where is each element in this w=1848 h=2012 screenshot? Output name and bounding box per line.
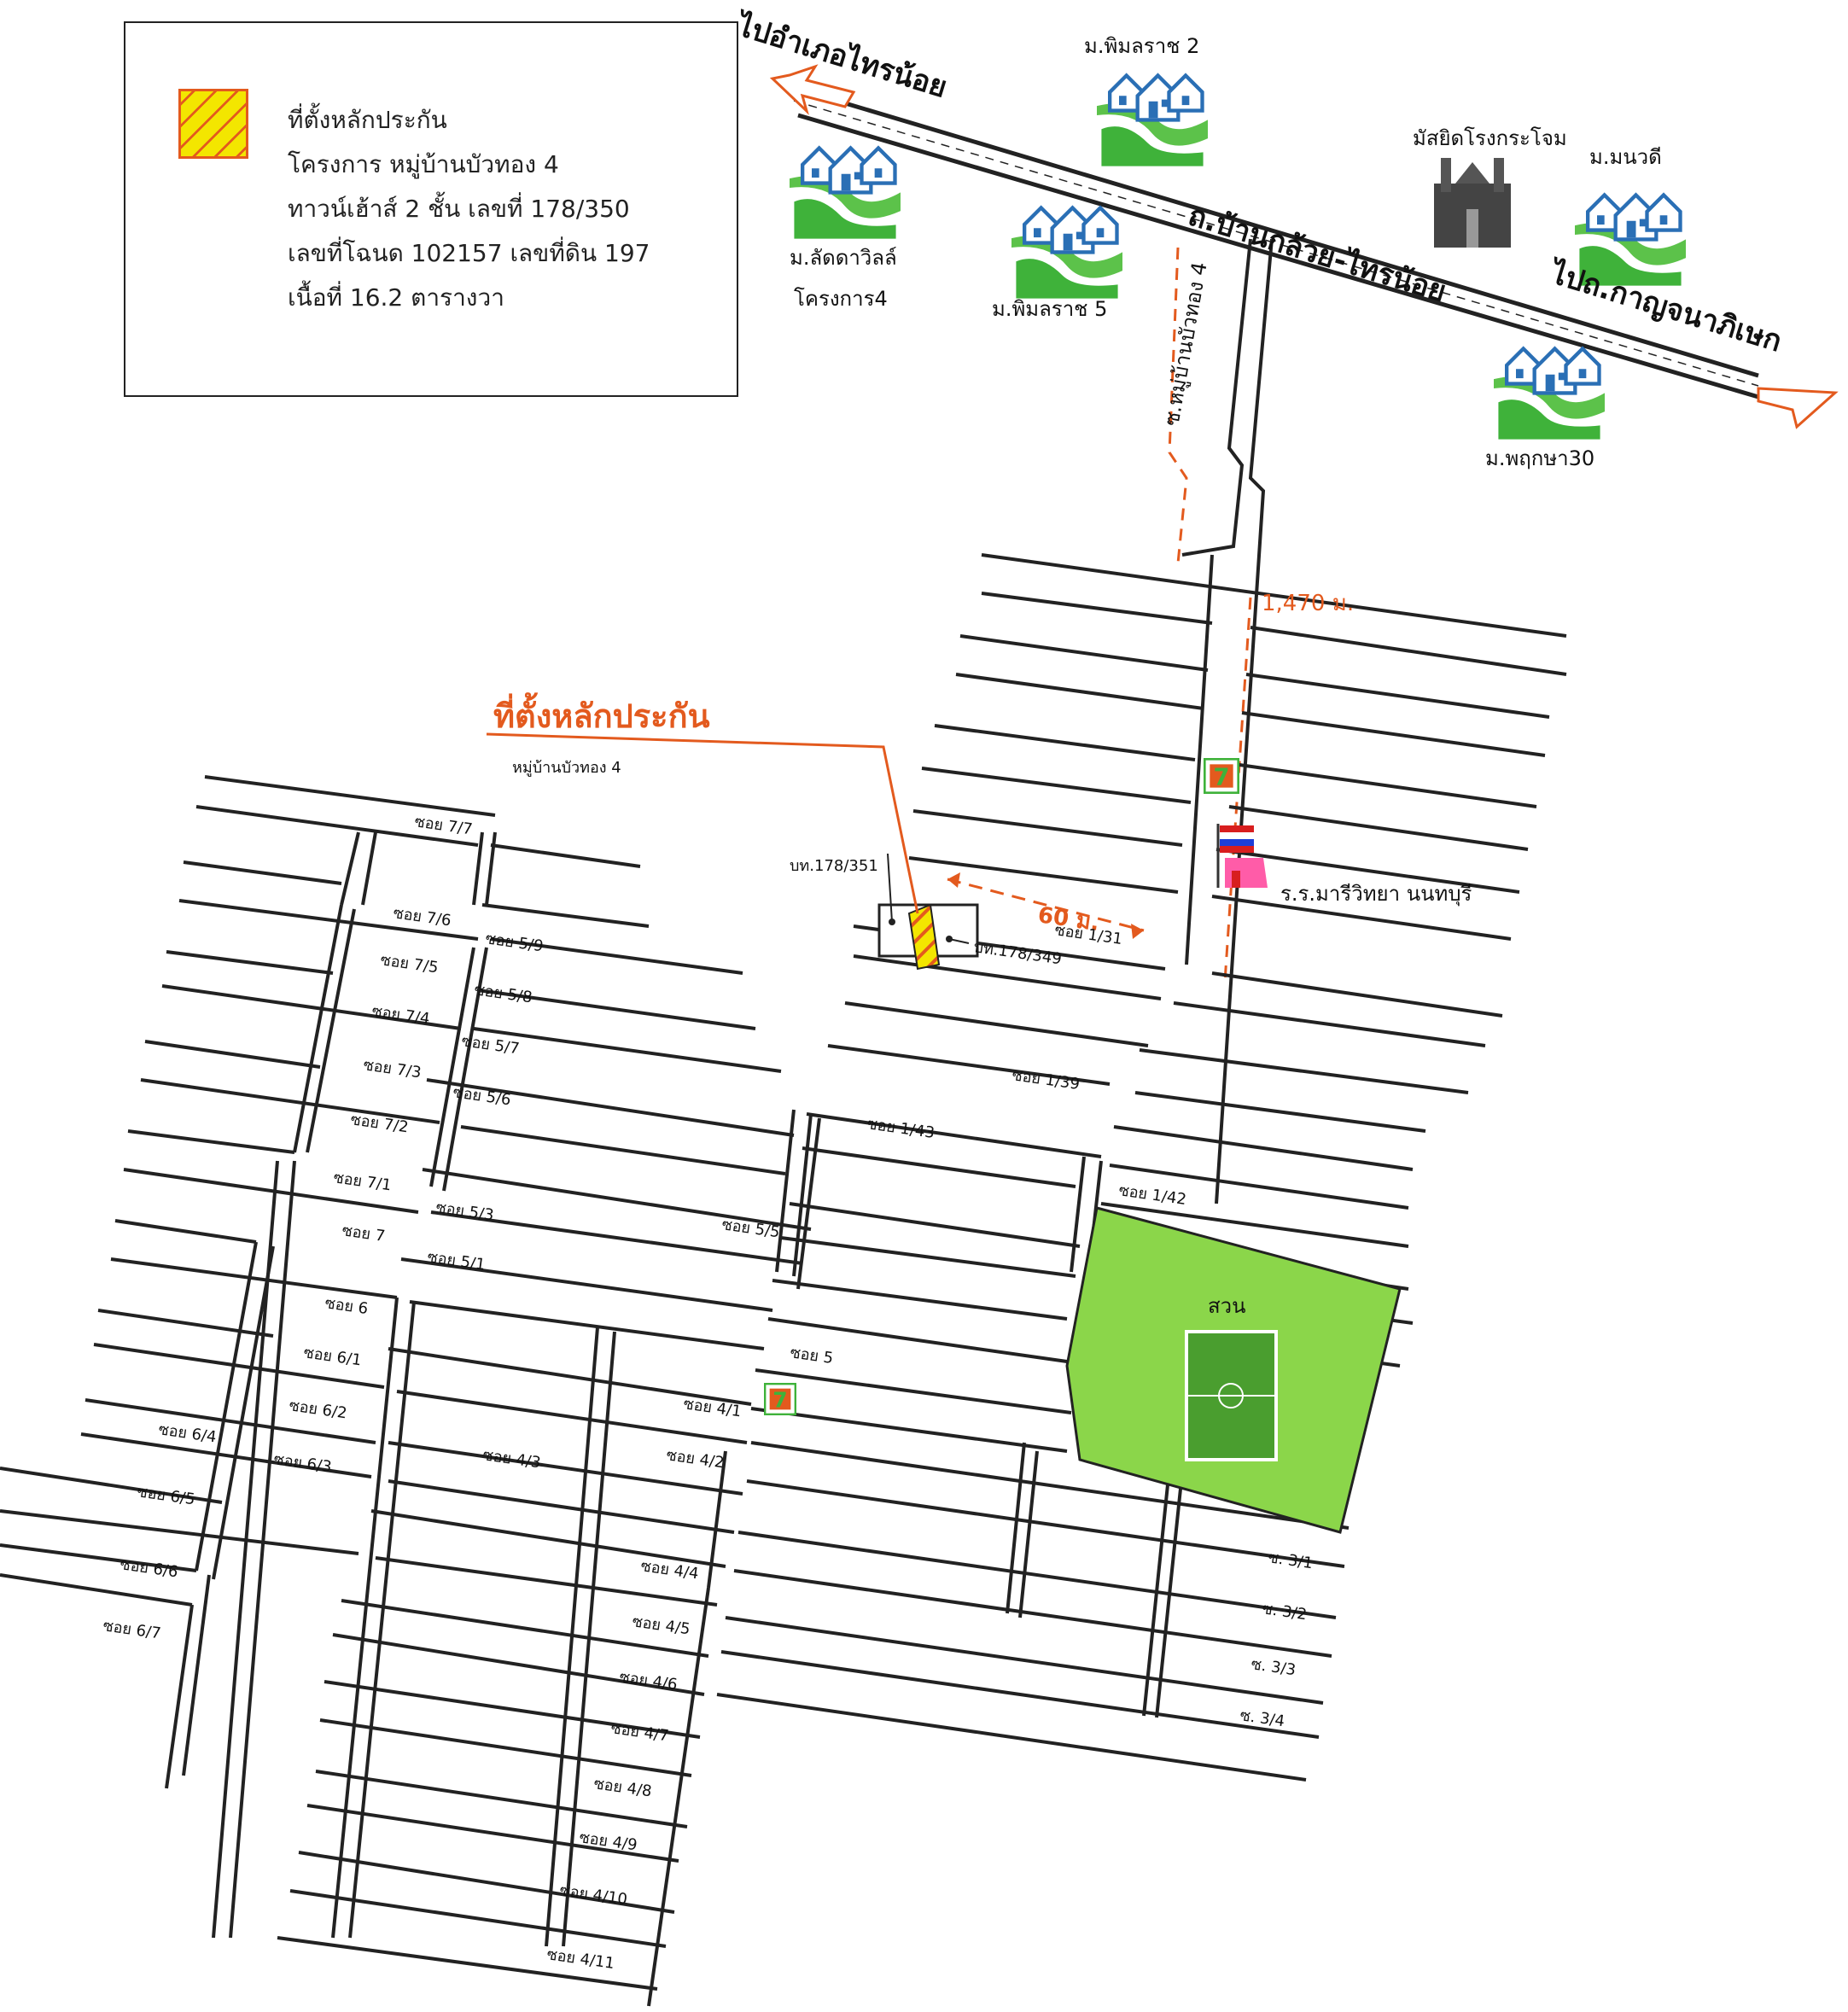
soi-label: ซอย 4/5 xyxy=(631,1613,691,1638)
soi-label: ซอย 4/7 xyxy=(609,1719,670,1745)
soi-label: ซอย 1/39 xyxy=(1011,1066,1081,1093)
school-label: ร.ร.มารีวิทยา นนทบุรี xyxy=(1280,882,1472,907)
soi-label: ซอย 6 xyxy=(324,1294,369,1318)
soi-label: ซอย 6/2 xyxy=(288,1397,348,1422)
soi-label: ซอย 4/11 xyxy=(545,1945,615,1973)
soi-label: ซอย 5/9 xyxy=(484,930,545,955)
side-road-label: ซ.หมู่บ้านบัวทอง 4 xyxy=(1159,260,1212,428)
collateral-swatch-icon xyxy=(178,89,248,159)
village-label: ม.พฤกษา30 xyxy=(1485,446,1594,470)
legend-house: ทาวน์เฮ้าส์ 2 ชั้น เลขที่ 178/350 xyxy=(288,195,630,223)
soi-label: ซอย 5/8 xyxy=(473,981,533,1006)
soi-label: ซ. 3/1 xyxy=(1267,1548,1314,1572)
soi-label: ซอย 1/42 xyxy=(1117,1181,1187,1209)
soi-label: ซอย 5 xyxy=(789,1344,834,1368)
house-icon xyxy=(1097,75,1208,166)
mosque-icon xyxy=(1434,158,1511,248)
soi-label: ซอย 1/31 xyxy=(1053,921,1123,948)
soi-label: ซอย 4/8 xyxy=(592,1775,653,1800)
soi-label: ซอย 5/3 xyxy=(434,1198,495,1224)
soi-label: ซอย 6/4 xyxy=(157,1420,218,1446)
soi-label: ซอย 4/10 xyxy=(558,1881,628,1909)
village-label: ม.มนวดี xyxy=(1589,145,1662,169)
house-icon xyxy=(1494,348,1605,439)
soi-label: ซอย 5/6 xyxy=(452,1083,512,1109)
soi-label: ซอย 6/5 xyxy=(136,1483,196,1508)
park-label: สวน xyxy=(1208,1294,1246,1318)
property-title: ที่ตั้งหลักประกัน xyxy=(493,692,710,735)
house-icon xyxy=(1011,207,1122,298)
soi-label: ซอย 5/1 xyxy=(426,1248,487,1274)
soi-label: ซ. 3/3 xyxy=(1250,1655,1297,1679)
main-road-label: ถ.บ้านกล้วย-ไทรน้อย xyxy=(1184,197,1450,309)
soi-label: ซอย 7/6 xyxy=(392,904,452,930)
soi-label: ซอย 4/6 xyxy=(618,1668,679,1694)
seven-eleven-icon xyxy=(764,1383,796,1415)
soi-label: ซอย 4/3 xyxy=(481,1446,542,1472)
arrow-right-icon xyxy=(1757,387,1839,429)
seven-eleven-icon xyxy=(1204,758,1239,794)
soi-label: ซอย 6/6 xyxy=(119,1555,179,1581)
house-icon xyxy=(790,148,901,238)
neighbor-right-label: บท.178/349 xyxy=(972,938,1063,968)
soi-label: ซอย 6/1 xyxy=(302,1344,363,1369)
soi-label: ซอย 6/7 xyxy=(102,1617,162,1642)
legend-project: โครงการ หมู่บ้านบัวทอง 4 xyxy=(288,150,559,178)
legend-deed: เลขที่โฉนด 102157 เลขที่ดิน 197 xyxy=(288,239,650,267)
soi-label: ซ. 3/2 xyxy=(1261,1600,1308,1624)
village-label: ม.ลัดดาวิลล์ xyxy=(790,246,897,270)
soi-label: ซอย 7/3 xyxy=(362,1056,423,1082)
soi-label: ซอย 7/2 xyxy=(349,1111,410,1136)
soi-label: ซอย 4/2 xyxy=(665,1446,726,1472)
property-marker xyxy=(486,732,979,971)
neighbor-left-label: บท.178/351 xyxy=(790,857,878,875)
soi-label: ซอย 4/1 xyxy=(682,1395,743,1420)
village-label: ม.พิมลราช 2 xyxy=(1084,34,1199,58)
soi-label: ซอย 7 xyxy=(341,1222,386,1245)
legend-title: ที่ตั้งหลักประกัน xyxy=(288,106,447,134)
park xyxy=(1065,1206,1402,1534)
soi-label: ซอย 1/43 xyxy=(866,1115,936,1142)
legend: ที่ตั้งหลักประกัน โครงการ หมู่บ้านบัวทอง… xyxy=(124,21,738,397)
soi-label: ซอย 7/7 xyxy=(413,813,474,838)
school-icon xyxy=(1216,824,1268,888)
property-subtitle: หมู่บ้านบัวทอง 4 xyxy=(512,759,621,777)
street-grid xyxy=(0,553,1567,2007)
soi-label: ซอย 7/4 xyxy=(370,1002,431,1028)
legend-area: เนื้อที่ 16.2 ตารางวา xyxy=(288,283,504,312)
soi-label: ซอย 7/1 xyxy=(332,1169,393,1194)
village-sub-label: โครงการ4 xyxy=(794,287,888,311)
mosque-label: มัสยิดโรงกระโจม xyxy=(1413,126,1567,150)
village-label: ม.พิมลราช 5 xyxy=(992,297,1107,321)
distance-long-label: 1,470 ม. xyxy=(1262,591,1354,616)
soi-label: ซอย 6/3 xyxy=(272,1450,333,1476)
soi-label: ซอย 7/5 xyxy=(379,951,440,977)
arrow-left-icon xyxy=(769,64,856,115)
main-road xyxy=(784,83,1759,399)
soi-label: ซอย 5/5 xyxy=(720,1216,781,1241)
